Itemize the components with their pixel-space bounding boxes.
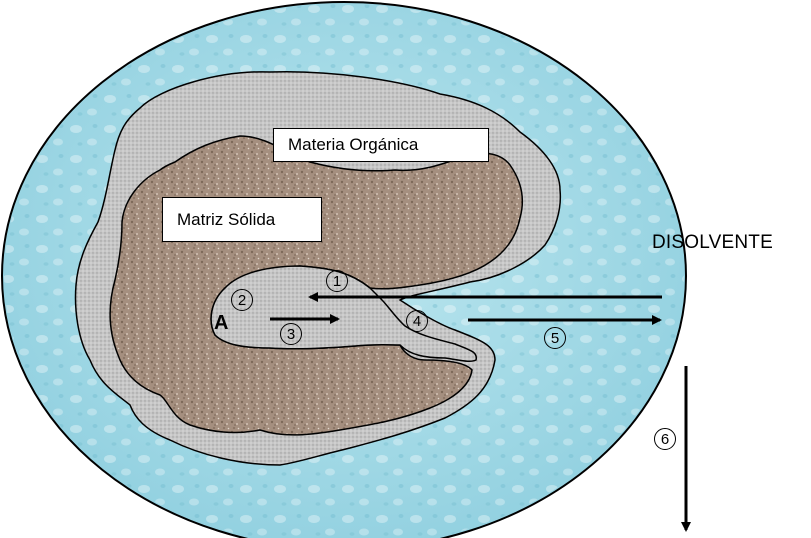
- step-3-marker: 3: [280, 323, 302, 345]
- step-5-marker: 5: [544, 327, 566, 349]
- step-4-marker: 4: [406, 310, 428, 332]
- solid-matrix-label: Matriz Sólida: [162, 197, 322, 242]
- organic-matter-label: Materia Orgánica: [273, 128, 489, 162]
- step-1-marker: 1: [326, 270, 348, 292]
- analyte-label: A: [214, 312, 228, 335]
- step-6-marker: 6: [654, 428, 676, 450]
- step-2-marker: 2: [231, 289, 253, 311]
- solvent-label: DISOLVENTE: [652, 232, 773, 254]
